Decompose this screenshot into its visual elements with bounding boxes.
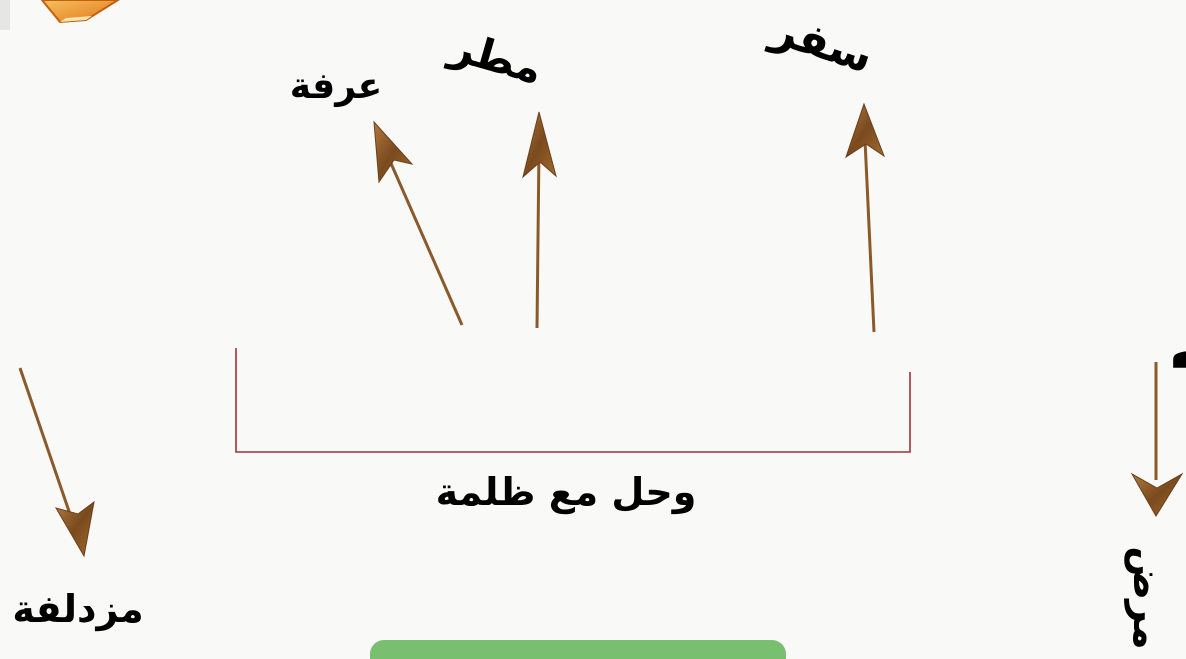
arrow-safar bbox=[845, 102, 886, 333]
green-button[interactable] bbox=[370, 640, 786, 659]
arrow-arafa bbox=[373, 120, 464, 326]
wahl-label: وحل مع ظلمة bbox=[436, 470, 697, 515]
orange-book-icon bbox=[0, 0, 120, 30]
safar-label: سفر bbox=[764, 3, 879, 84]
muzdalifa-label: مزدلفة bbox=[12, 587, 143, 631]
matar-label: مطر bbox=[443, 21, 548, 95]
word-chain: مـــــــوســــــــــم عـــــظــــــم bbox=[1168, 317, 1186, 368]
arafa-label: عرفة bbox=[290, 66, 382, 107]
arrow-matar bbox=[522, 111, 557, 329]
arrow-marad bbox=[1130, 362, 1184, 517]
marad-label: مرض bbox=[1124, 546, 1170, 649]
bracket-line bbox=[235, 348, 911, 453]
arrow-muzdalifa bbox=[18, 367, 95, 558]
